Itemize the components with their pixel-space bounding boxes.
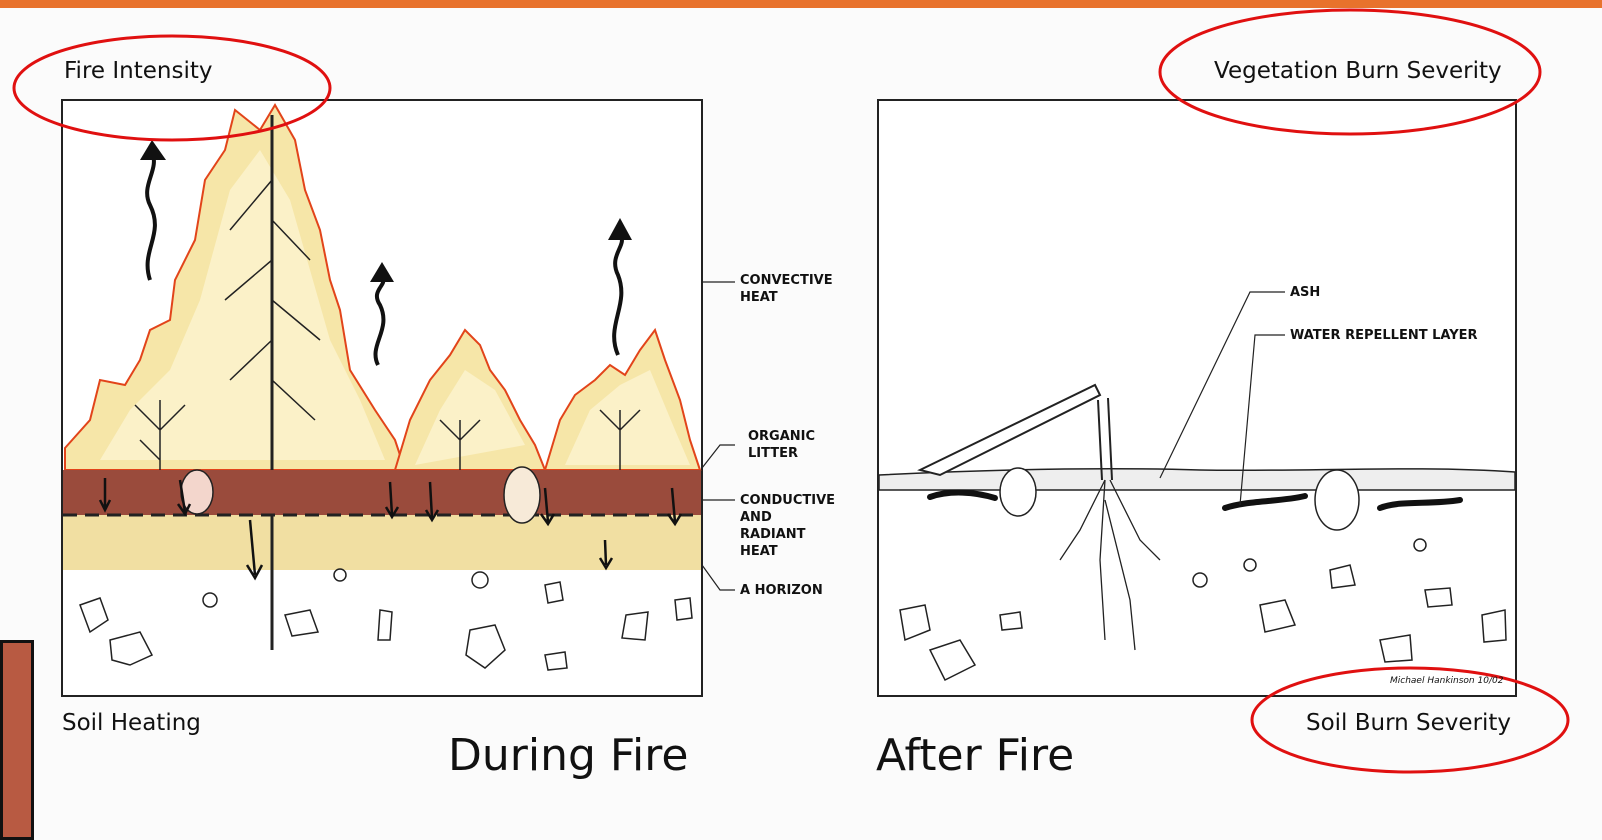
after-fire-frame	[878, 100, 1516, 696]
ash-layer	[879, 469, 1515, 490]
after-fire-title: After Fire	[876, 730, 1074, 781]
during-callout-lines	[702, 282, 735, 590]
vegetation-burn-severity-label: Vegetation Burn Severity	[1214, 58, 1502, 84]
callout-water-repellent-layer: WATER REPELLENT LAYER	[1290, 327, 1478, 344]
callout-conductive-radiant-heat: CONDUCTIVE AND RADIANT HEAT	[740, 492, 840, 560]
soil-burn-severity-label: Soil Burn Severity	[1306, 710, 1511, 736]
artist-signature: Michael Hankinson 10/02	[1390, 676, 1503, 686]
callout-organic-litter: ORGANIC LITTER	[748, 428, 828, 462]
rock-after-left	[1000, 468, 1036, 516]
organic-litter-layer	[63, 470, 701, 515]
left-edge-box	[0, 640, 34, 840]
fire-intensity-label: Fire Intensity	[64, 58, 212, 84]
callout-convective-heat: CONVECTIVE HEAT	[740, 272, 840, 306]
soil-heating-label: Soil Heating	[62, 710, 201, 736]
callout-ash: ASH	[1290, 284, 1320, 301]
during-fire-title: During Fire	[448, 730, 688, 781]
rock-litter-left	[181, 470, 213, 514]
during-fire-panel	[62, 100, 735, 696]
callout-a-horizon: A HORIZON	[740, 582, 823, 599]
rock-litter-right	[504, 467, 540, 523]
after-fire-panel	[878, 100, 1516, 696]
rock-after-right	[1315, 470, 1359, 530]
